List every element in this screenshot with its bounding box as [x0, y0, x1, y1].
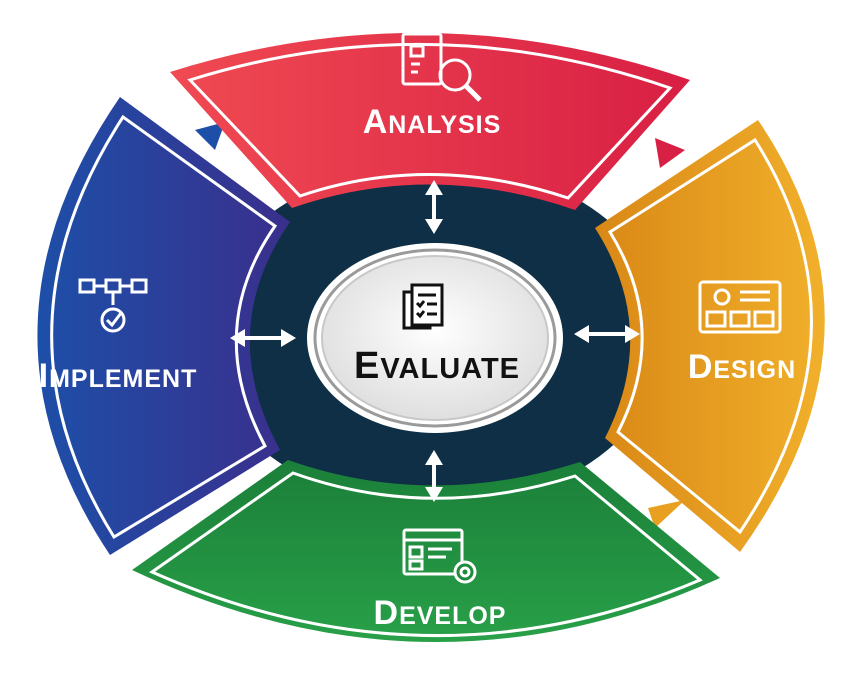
- layout-wireframe-icon: [698, 280, 782, 334]
- code-gear-icon: [402, 528, 477, 584]
- document-checklist-icon: [402, 283, 444, 330]
- arrow-down-connector: [425, 450, 443, 502]
- arrow-up-connector: [425, 180, 443, 234]
- analysis-label: ANALYSIS: [363, 103, 502, 141]
- connector-arrows: [230, 180, 640, 502]
- develop-label: DEVELOP: [374, 594, 507, 632]
- evaluate-label: EVALUATE: [354, 345, 520, 387]
- workflow-check-icon: [78, 278, 148, 333]
- evaluate-center[interactable]: EVALUATE: [307, 243, 563, 433]
- design-label: DESIGN: [688, 348, 796, 386]
- implement-label: IMPLEMENT: [39, 357, 198, 395]
- implement-segment[interactable]: IMPLEMENT: [37, 97, 290, 555]
- design-arrow-tip: [648, 500, 685, 528]
- implement-arrow-tip: [195, 122, 225, 150]
- design-segment[interactable]: DESIGN: [595, 120, 825, 552]
- develop-segment[interactable]: DEVELOP: [132, 460, 720, 643]
- arrow-left-connector: [230, 329, 296, 347]
- arrow-right-connector: [574, 325, 640, 343]
- analysis-arrow-tip: [655, 138, 685, 168]
- report-search-icon: [401, 32, 482, 102]
- analysis-segment[interactable]: ANALYSIS: [170, 32, 690, 210]
